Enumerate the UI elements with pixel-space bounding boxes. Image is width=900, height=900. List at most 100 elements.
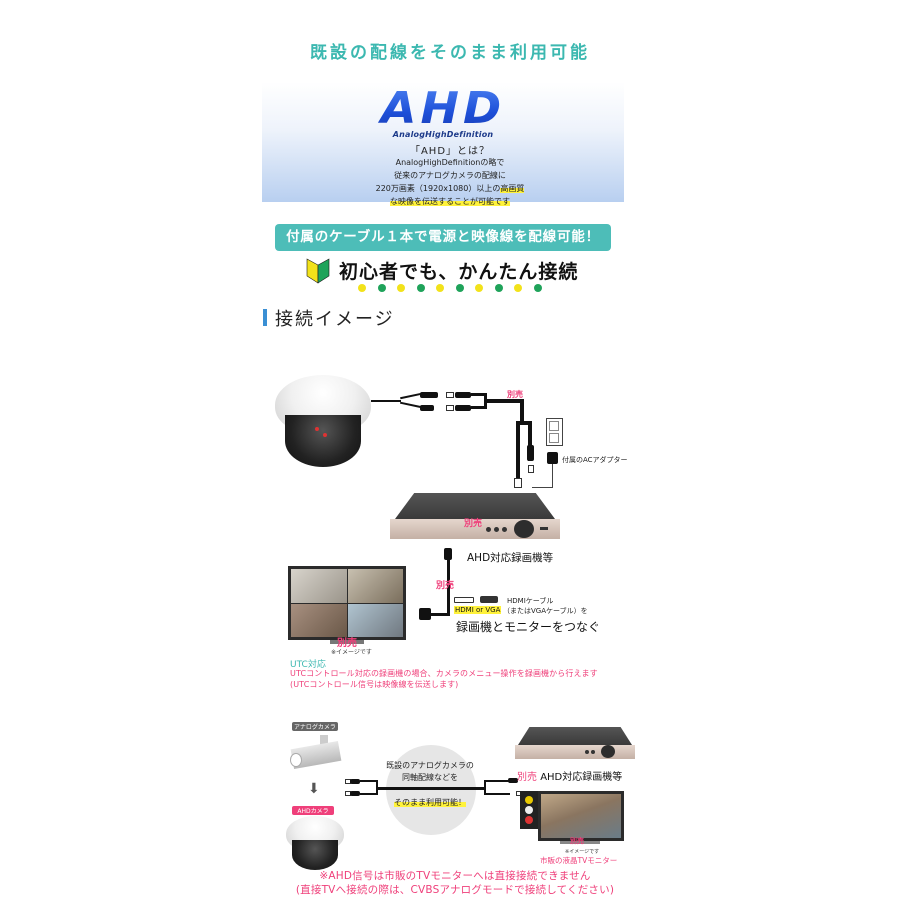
arrow-down-icon: ⬇ — [308, 781, 320, 797]
circle-highlight-text: そのまま利用可能！ — [394, 798, 466, 807]
av-input-panel — [520, 791, 538, 829]
monitor-sold-separately: 別売 — [337, 638, 357, 649]
analog-camera-tag: アナログカメラ — [292, 722, 338, 731]
ac-adapter-label: 付属のACアダプター — [562, 456, 628, 464]
connect-instruction: 録画機とモニターをつなぐ — [456, 620, 601, 634]
ac-adapter-icon — [547, 452, 558, 464]
tv-stand — [560, 841, 600, 844]
footer-note-1: ※AHD信号は市販のTVモニターへは直接接続できません — [319, 870, 591, 882]
cable — [471, 393, 485, 396]
ahd-banner — [262, 82, 624, 202]
feature-banner: 付属のケーブル１本で電源と映像線を配線可能！ — [275, 224, 611, 251]
recorder-sold-separately: 別売 — [464, 519, 483, 529]
cable — [520, 399, 524, 423]
circle-line-1: 既設のアナログカメラの — [386, 761, 474, 770]
dot — [494, 284, 503, 292]
recorder-2-label-row: 別売 AHD対応録画機等 — [517, 768, 622, 783]
vga-cable-label: （またはVGAケーブル）を — [503, 607, 588, 615]
hdmi-cable-label: HDMIケーブル — [507, 597, 554, 605]
ahd-desc-line-2: 従来のアナログカメラの配線に — [394, 171, 506, 180]
cable-plug — [455, 405, 471, 411]
recorder-image — [390, 493, 560, 543]
ahd-camera-tag: AHDカメラ — [292, 806, 334, 815]
ahd-logo: AHD — [375, 85, 511, 131]
beginner-row: 初心者でも、かんたん接続 — [305, 255, 578, 285]
circle-line-2: 同軸配線などを — [402, 773, 458, 782]
camera-cable — [400, 401, 422, 408]
ahd-desc-line-4-text: な映像を伝送することが可能です — [390, 197, 510, 206]
dot — [455, 284, 464, 292]
recorder-2-sold-separately: 別売 — [517, 772, 537, 783]
page-title: 既設の配線をそのまま利用可能 — [310, 43, 590, 63]
section-title: 接続イメージ — [275, 309, 395, 330]
cable — [360, 780, 378, 782]
cable — [471, 406, 485, 409]
adapter-cord — [532, 487, 553, 488]
cable — [484, 393, 487, 409]
dome-camera-image — [275, 375, 371, 470]
dot — [533, 284, 542, 292]
circle-line-3: そのまま利用可能！ — [370, 797, 490, 808]
recorder-2-label: AHD対応録画機等 — [540, 772, 623, 783]
footer-note-2: (直接TVへ接続の際は、CVBSアナログモードで接続してください) — [295, 884, 615, 896]
ahd-dome-camera-image — [286, 816, 344, 870]
cable — [484, 780, 486, 795]
bnc-connector — [446, 392, 454, 398]
dc-plug — [527, 445, 534, 461]
info-circle — [386, 745, 476, 835]
vga-port-icon — [480, 596, 498, 603]
ahd-desc-line-4: な映像を伝送することが可能です — [330, 195, 570, 208]
bnc-connector — [420, 392, 438, 398]
cable — [376, 780, 378, 795]
coax-cable — [378, 787, 484, 790]
bnc-connector — [508, 778, 518, 783]
cable-sold-separately: 別売 — [436, 581, 455, 591]
ahd-desc-line-3-text: 220万画素（1920x1080）以上の — [375, 184, 501, 193]
dot — [475, 284, 483, 292]
cable — [516, 421, 530, 425]
camera-cable — [400, 392, 422, 399]
dot — [416, 284, 425, 292]
recorder-label: AHD対応録画機等 — [467, 552, 554, 564]
dc-jack — [528, 465, 534, 473]
tv-monitor-image — [538, 791, 624, 841]
cable — [360, 793, 378, 795]
hdmi-cable — [428, 613, 450, 616]
beginner-mark-icon — [306, 258, 330, 284]
hdmi-plug — [419, 608, 431, 620]
beginner-text: 初心者でも、かんたん接続 — [339, 260, 579, 283]
cable — [486, 793, 510, 795]
wall-outlet-icon — [546, 418, 563, 446]
bnc-connector — [350, 779, 360, 784]
power-connector — [420, 405, 434, 411]
dot — [436, 284, 444, 292]
cable — [528, 421, 532, 461]
cable — [516, 421, 520, 481]
monitor-image — [288, 566, 406, 640]
camera-cable — [371, 400, 401, 402]
monitor-stand — [330, 640, 364, 644]
hdmi-cable — [447, 560, 450, 615]
hdmi-plug — [444, 548, 452, 560]
cable-plug — [455, 392, 471, 398]
adapter-cord — [552, 464, 553, 488]
hdmi-vga-label: HDMI or VGA — [454, 606, 502, 614]
power-connector — [350, 791, 360, 796]
hdmi-port-icon — [454, 597, 474, 603]
analog-camera-image — [290, 735, 342, 770]
ahd-desc-line-1: AnalogHighDefinitionの略で — [395, 158, 505, 167]
recorder-image-2 — [515, 727, 635, 763]
section-accent-bar — [263, 309, 267, 326]
ahd-desc-line-3: 220万画素（1920x1080）以上の高画質 — [330, 182, 570, 195]
utc-line-1: UTCコントロール対応の録画機の場合、カメラのメニュー操作を録画機から行えます — [290, 669, 598, 678]
dot — [358, 284, 366, 292]
ahd-logo-subtitle: AnalogHighDefinition — [392, 130, 494, 139]
dot-divider — [358, 284, 542, 292]
image-note: ※イメージです — [331, 649, 372, 656]
cable — [486, 780, 510, 782]
highlight-high-quality: 高画質 — [500, 184, 525, 193]
dot — [397, 284, 405, 292]
dot — [514, 284, 522, 292]
utc-line-2: (UTCコントロール信号は映像線を伝送します) — [290, 680, 459, 689]
dot — [377, 284, 386, 292]
